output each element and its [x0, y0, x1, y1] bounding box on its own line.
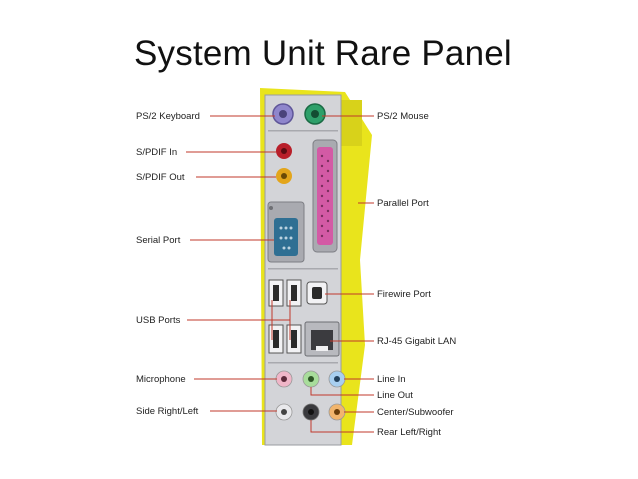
label-rear-left-right: Rear Left/Right [377, 427, 441, 438]
label-parallel-port: Parallel Port [377, 198, 429, 209]
firewire-port [306, 281, 328, 305]
ps2-keyboard-port [272, 103, 294, 125]
leader-lines-right [310, 115, 374, 433]
label-firewire-port: Firewire Port [377, 289, 431, 300]
label-rj45-lan: RJ-45 Gigabit LAN [377, 336, 456, 347]
label-center-subwoofer: Center/Subwoofer [377, 407, 454, 418]
label-spdif-in: S/PDIF In [136, 147, 177, 158]
leader-lines-left [186, 115, 291, 412]
label-line-out: Line Out [377, 390, 413, 401]
parallel-port [312, 139, 338, 253]
label-line-in: Line In [377, 374, 406, 385]
label-spdif-out: S/PDIF Out [136, 172, 185, 183]
audio-jacks-bottom [275, 403, 346, 421]
label-serial-port: Serial Port [136, 235, 181, 246]
label-ps2-mouse: PS/2 Mouse [377, 111, 429, 122]
label-usb-ports: USB Ports [136, 315, 181, 326]
label-ps2-keyboard: PS/2 Keyboard [136, 111, 200, 122]
serial-port [267, 201, 305, 263]
spdif-in-jack [276, 143, 292, 159]
usb-ports-upper [268, 279, 302, 307]
audio-jacks-top [275, 370, 346, 388]
rj45-lan-port [304, 321, 340, 357]
ps2-mouse-port [304, 103, 326, 125]
label-microphone: Microphone [136, 374, 186, 385]
slide-title: System Unit Rare Panel [134, 34, 512, 73]
spdif-out-jack [276, 168, 292, 184]
label-side-right-left: Side Right/Left [136, 406, 199, 417]
